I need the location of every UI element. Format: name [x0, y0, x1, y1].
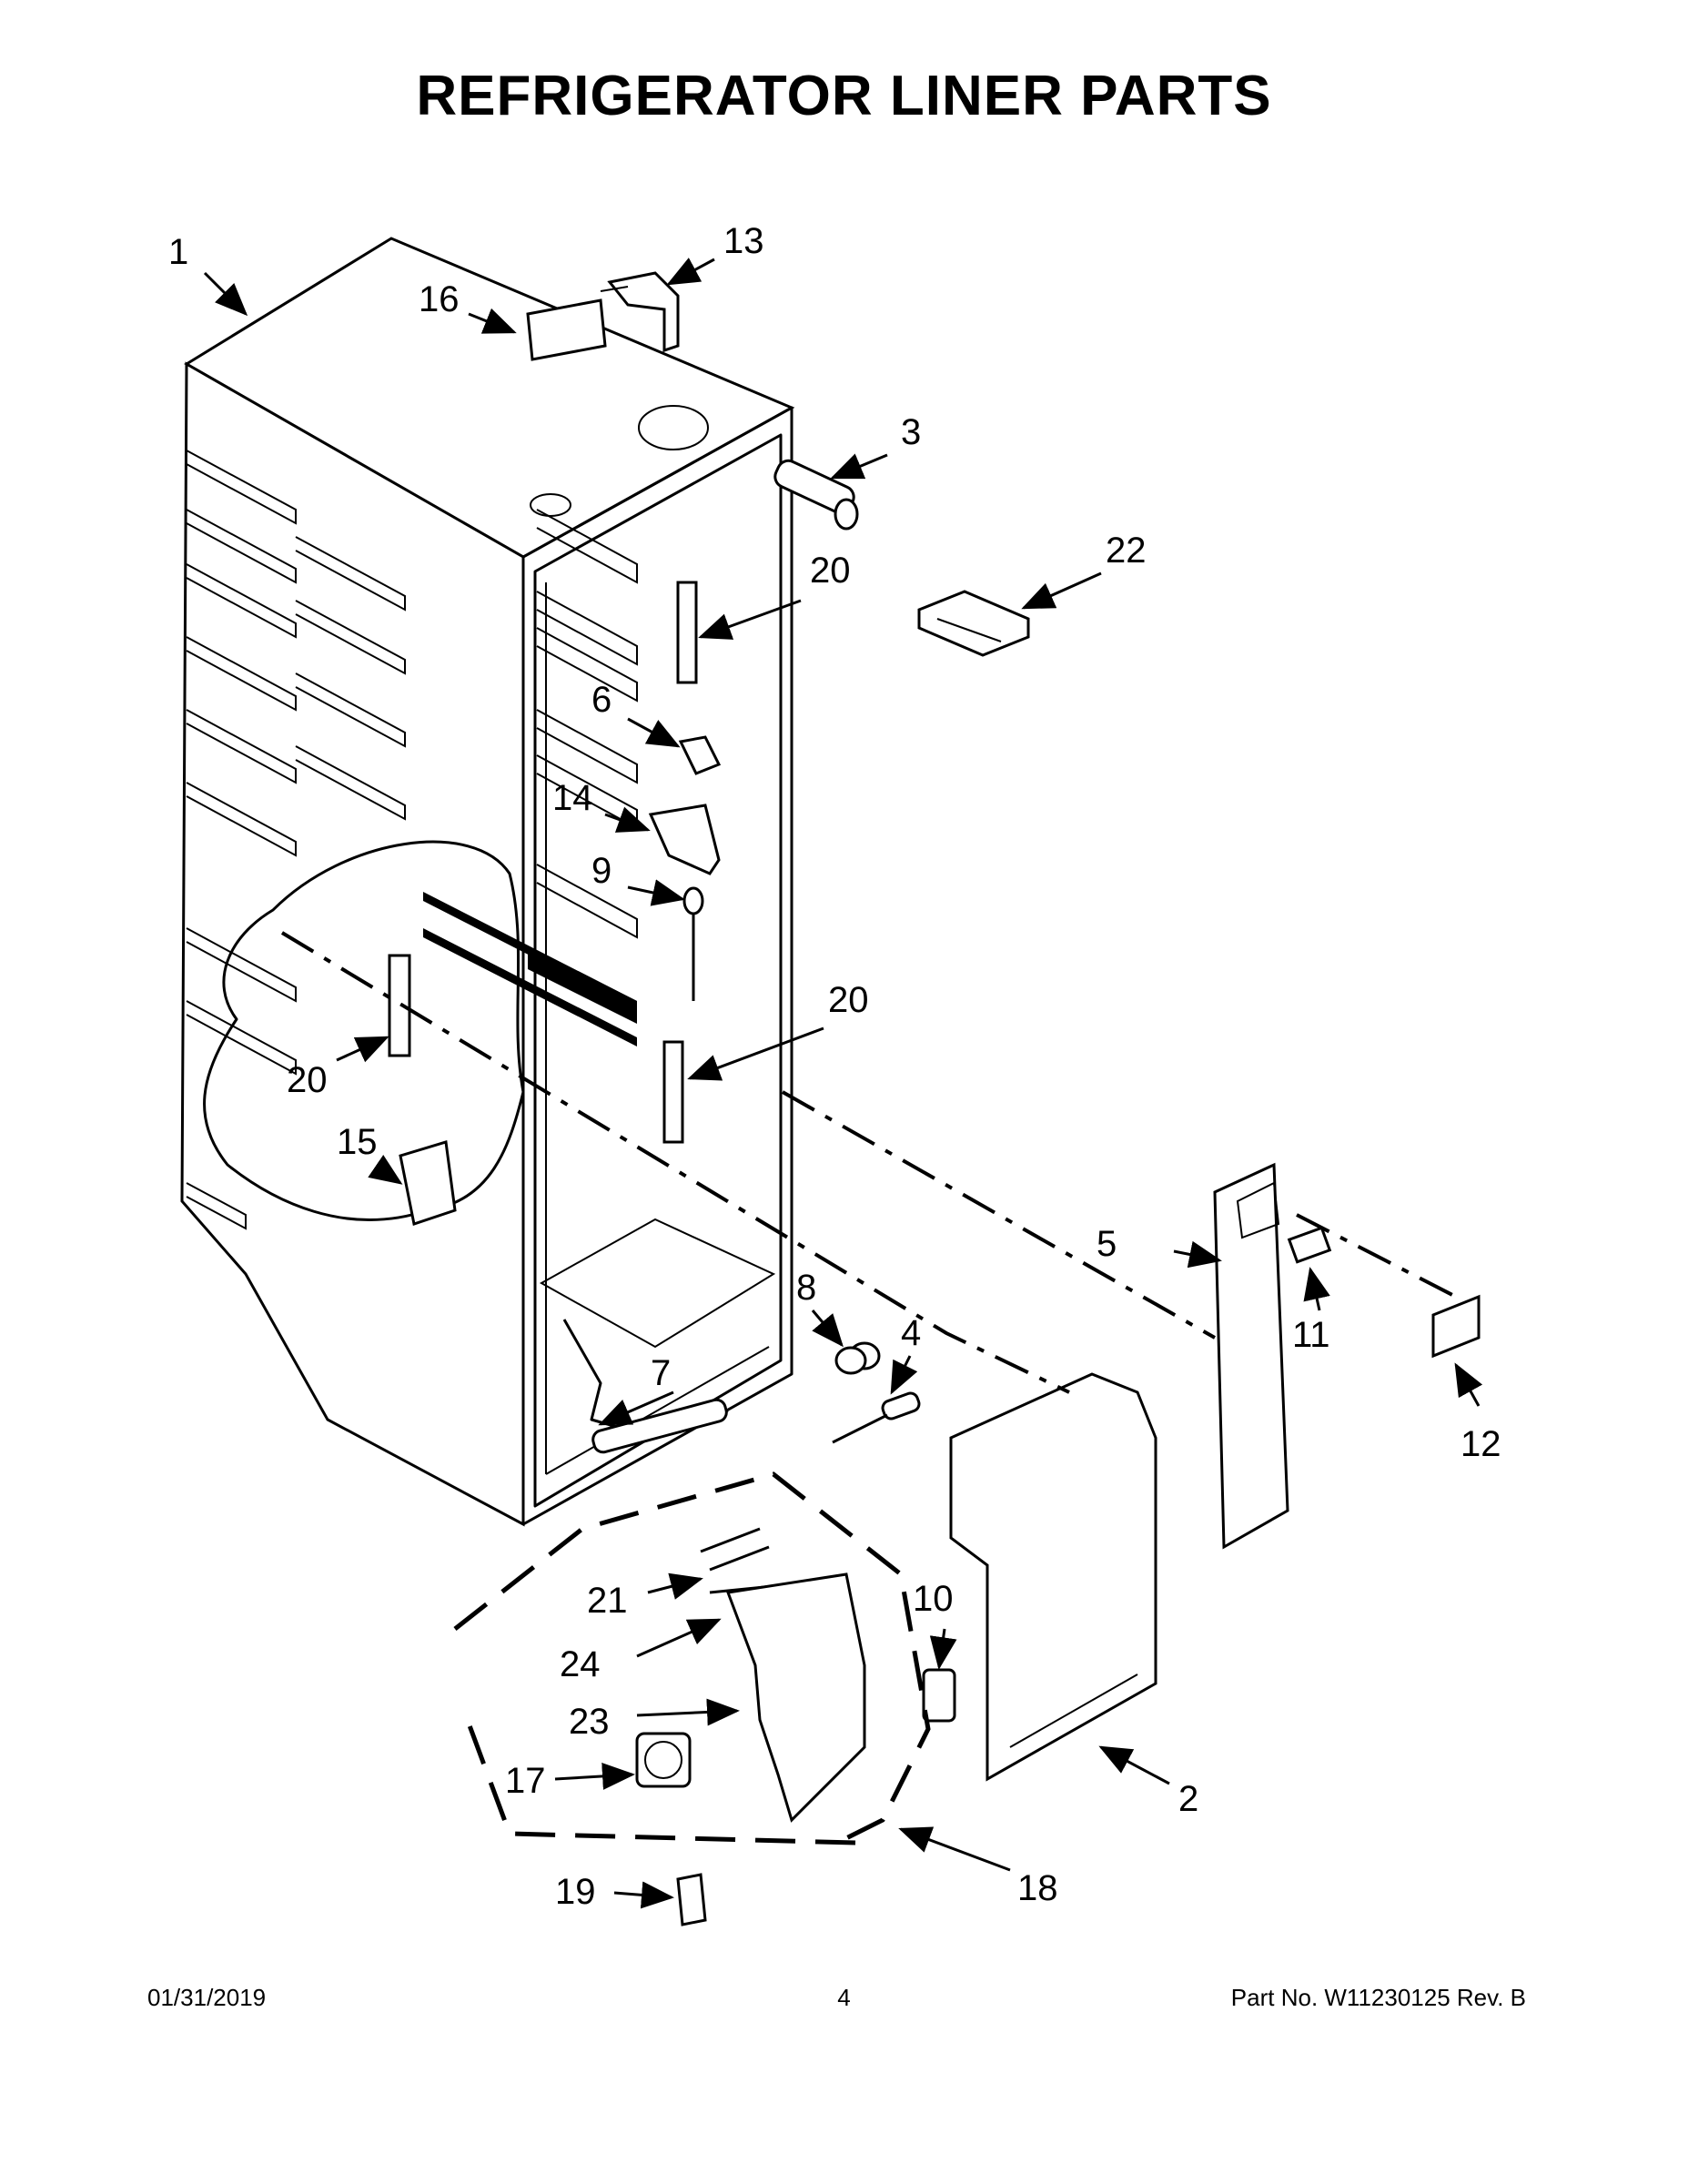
callout-5: 5 [1097, 1224, 1117, 1264]
part-22-module [917, 590, 1030, 657]
callout-12: 12 [1461, 1424, 1501, 1464]
part-20-strip-b [662, 1040, 684, 1144]
page-title: REFRIGERATOR LINER PARTS [416, 65, 1272, 127]
part-20-strip-c [388, 954, 411, 1057]
part-20-strip-a [676, 581, 698, 684]
part-17-fan [635, 1732, 692, 1788]
callout-18: 18 [1017, 1868, 1058, 1908]
part-23-duct [725, 1572, 866, 1823]
footer-page-number: 4 [837, 1984, 851, 2011]
callout-20-cutaway: 20 [287, 1060, 328, 1100]
callout-3: 3 [901, 412, 921, 452]
callout-22: 22 [1106, 531, 1147, 571]
callout-8: 8 [796, 1268, 816, 1308]
part-9-probe [682, 886, 704, 1001]
part-10-clip [922, 1668, 956, 1723]
callout-17: 17 [505, 1761, 546, 1801]
part-6-clip [678, 735, 722, 775]
callout-1: 1 [168, 232, 188, 272]
callout-11: 11 [1292, 1315, 1330, 1355]
axis-line-b [782, 1090, 1216, 1340]
callout-19: 19 [555, 1872, 596, 1912]
callout-2: 2 [1178, 1779, 1198, 1819]
part-15-board [399, 1140, 457, 1226]
part-21-wire [700, 1527, 770, 1572]
part-12-cover [1431, 1294, 1481, 1359]
callout-14: 14 [552, 778, 593, 818]
callout-21: 21 [587, 1581, 628, 1621]
footer-date: 01/31/2019 [147, 1984, 267, 2011]
part-2-cover [949, 1372, 1157, 1782]
callout-20-top: 20 [810, 551, 851, 591]
callout-13: 13 [723, 221, 764, 261]
part-4-probe [832, 1391, 921, 1444]
leader-arrows [203, 258, 1483, 1909]
axis-line-c [1296, 1213, 1457, 1299]
callout-9: 9 [591, 851, 612, 891]
part-3-cylinder [773, 459, 859, 531]
part-14-housing [648, 804, 721, 875]
callout-10: 10 [913, 1579, 954, 1619]
part-19-box [676, 1873, 707, 1926]
axis-line-a [280, 931, 1070, 1394]
part-11-grille [1287, 1226, 1332, 1264]
callout-23: 23 [569, 1702, 610, 1742]
callout-16: 16 [419, 279, 460, 319]
callout-6: 6 [591, 680, 612, 720]
callout-7: 7 [651, 1353, 671, 1393]
part-8-roller [834, 1341, 881, 1375]
part-16-plate [526, 298, 607, 361]
liner-cabinet [180, 237, 795, 1527]
callout-24: 24 [560, 1644, 601, 1684]
footer-part-number: Part No. W11230125 Rev. B [1230, 1984, 1526, 2011]
callout-20-middle: 20 [828, 980, 869, 1020]
part-13-bracket [600, 271, 680, 353]
callout-4: 4 [901, 1313, 921, 1353]
part-5-panel [1213, 1162, 1289, 1550]
callout-15: 15 [337, 1122, 378, 1162]
assembly-line-18 [453, 1471, 931, 1845]
